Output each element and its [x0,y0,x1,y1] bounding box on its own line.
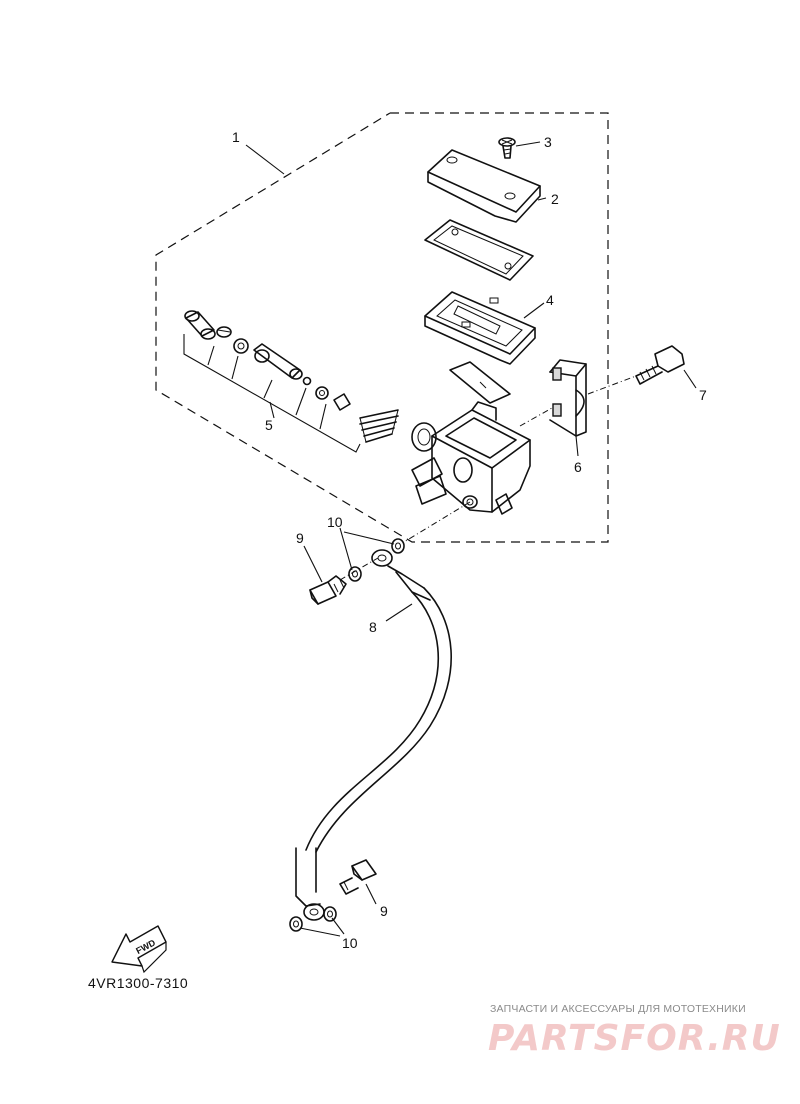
part-9-union-bolt-lower [339,859,377,895]
part-9-union-bolt-upper [309,575,347,605]
part-3-screw [498,137,516,159]
callout-4: 4 [546,292,554,308]
master-cylinder-body [411,401,531,515]
callout-1: 1 [232,129,240,145]
part-5-piston-kit [184,310,399,443]
callout-10-upper: 10 [327,514,343,530]
callout-7: 7 [699,387,707,403]
callout-leaders [245,141,697,937]
part-2-reservoir-cap [427,149,541,223]
watermark-tagline: ЗАПЧАСТИ И АКСЕССУАРЫ ДЛЯ МОТОТЕХНИКИ [490,1003,746,1015]
part-8-brake-hose [295,549,453,921]
diaphragm-plate [424,219,534,281]
callout-3: 3 [544,134,552,150]
callout-8: 8 [369,619,377,635]
part-6-holder [549,359,587,437]
float-plate [449,361,511,404]
part-7-bolt [635,345,685,385]
part-10-washers [289,538,405,932]
part-5-leaders [183,334,361,453]
assembly-boundary [155,112,609,543]
fwd-arrow-icon: FWD [111,925,167,974]
part-4-diaphragm [424,291,536,365]
callout-9-upper: 9 [296,530,304,546]
alignment-lines [339,375,637,581]
diagram-code: 4VR1300-7310 [88,975,189,991]
callout-2: 2 [551,191,559,207]
callout-10-lower: 10 [342,935,358,951]
watermark-logo: PARTSFOR.RU [488,1018,781,1059]
callout-5: 5 [265,417,273,433]
callout-6: 6 [574,459,582,475]
callout-9-lower: 9 [380,903,388,919]
